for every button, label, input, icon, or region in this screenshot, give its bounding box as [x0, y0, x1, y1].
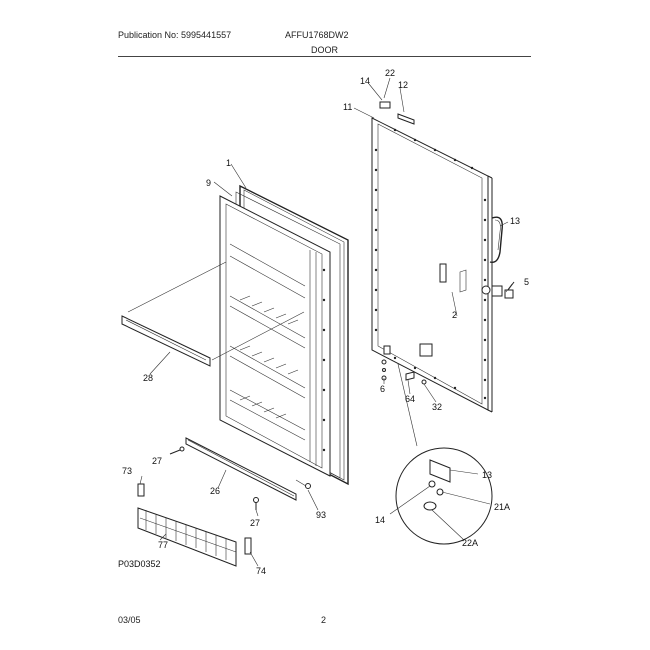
door-shelf-bar: [121, 261, 305, 367]
door-liner: [219, 195, 331, 477]
callout-77: 77: [158, 540, 168, 550]
bottom-rail: [185, 437, 297, 501]
callout-32: 32: [432, 402, 442, 412]
footer-page: 2: [321, 615, 327, 625]
outer-door-panel: [371, 101, 493, 413]
callout-21a: 21A: [494, 502, 510, 512]
model-number: AFFU1768DW2: [285, 30, 349, 40]
callouts: 1 9 14 22 12 11 13 5 2 28 6 64 32 27 26 …: [122, 68, 529, 576]
callout-2: 2: [452, 310, 457, 320]
leader-lines: [139, 77, 513, 567]
callout-22a: 22A: [462, 538, 478, 548]
callout-5: 5: [524, 277, 529, 287]
publication-number: Publication No: 5995441557: [118, 30, 232, 40]
callout-11: 11: [343, 102, 352, 112]
callout-28: 28: [143, 373, 153, 383]
basket-clip-73: [137, 483, 145, 497]
callout-74: 74: [256, 566, 266, 576]
callout-6: 6: [380, 384, 385, 394]
header-divider: [118, 56, 531, 57]
lock-assembly: [481, 281, 515, 299]
callout-93: 93: [316, 510, 326, 520]
callout-14: 14: [360, 76, 370, 86]
callout-12: 12: [398, 80, 408, 90]
callout-22: 22: [385, 68, 395, 78]
footer-date: 03/05: [118, 615, 141, 625]
screw-27b: [253, 497, 259, 510]
callout-27-bottom: 27: [250, 518, 260, 528]
callout-13-detail: 13: [482, 470, 492, 480]
diagram-code: P03D0352: [118, 559, 161, 569]
basket-clip-74: [244, 537, 252, 555]
callout-27-top: 27: [152, 456, 162, 466]
callout-64: 64: [405, 394, 415, 404]
callout-1: 1: [226, 158, 231, 168]
callout-9: 9: [206, 178, 211, 188]
door-handle: [489, 216, 503, 263]
callout-26: 26: [210, 486, 220, 496]
door-basket: [137, 507, 237, 567]
hinge-parts: [381, 359, 427, 385]
hinge-detail-view: [395, 363, 493, 545]
screw-27a: [169, 446, 185, 455]
callout-14-detail: 14: [375, 515, 385, 525]
section-title: DOOR: [311, 45, 338, 55]
screw-93: [295, 479, 311, 489]
callout-73: 73: [122, 466, 132, 476]
callout-13: 13: [510, 216, 520, 226]
